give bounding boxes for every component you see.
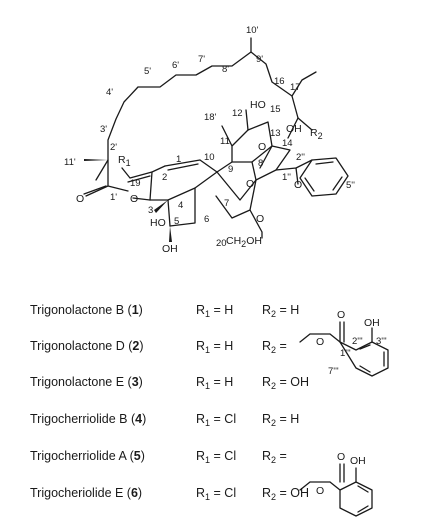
r1-value: R1 = H	[196, 339, 233, 355]
atom-number: 14	[282, 138, 293, 149]
atom-number: 8	[258, 158, 263, 169]
compound-name: Trigocherriolide A (5)	[30, 449, 145, 463]
atom-number: 3'	[100, 124, 107, 135]
oh-label: OH	[350, 455, 366, 467]
atom-number: 1'''	[340, 348, 351, 359]
compound-name: Trigonolactone E (3)	[30, 375, 143, 389]
compound-name: Trigonolactone B (1)	[30, 303, 143, 317]
atom-number: 9'	[256, 54, 263, 65]
atom-number: 2'	[110, 142, 117, 153]
ho-label: HO	[250, 99, 266, 111]
oxygen-label: O	[294, 179, 302, 191]
compound-name: Trigonolactone D (2)	[30, 339, 144, 353]
atom-number: 17	[290, 82, 301, 93]
atom-number: 5	[174, 216, 179, 227]
atom-labels: R1 R2 OH HO HO OH CH2OH O O O O O O	[76, 99, 323, 255]
atom-number: 7'	[198, 54, 205, 65]
atom-number: 1''	[282, 172, 291, 183]
atom-number: 5'	[144, 66, 151, 77]
r2-value: R2 = OH	[262, 375, 309, 391]
compound-row: Trigocherriolide A (5) R1 = Cl R2 =	[30, 449, 287, 465]
r2-label: R2	[310, 127, 323, 141]
compound-number: 1	[132, 303, 139, 317]
oxygen-label: O	[76, 193, 84, 205]
main-structure-bonds	[83, 37, 349, 242]
atom-number: 2''	[296, 152, 305, 163]
compound-number: 5	[134, 449, 141, 463]
atom-number: 16	[274, 76, 285, 87]
compound-name: Trigocherriolide B (4)	[30, 412, 146, 426]
r2-value: R2 = H	[262, 303, 299, 319]
atom-number: 1	[176, 154, 181, 165]
oxygen-label: O	[258, 141, 266, 153]
atom-numbers: 10' 9' 8' 7' 6' 5' 4' 3' 2' 11' 1' 18' 1…	[64, 25, 355, 249]
atom-number: 5''	[346, 180, 355, 191]
atom-number: 13	[270, 128, 281, 139]
atom-number: 6	[204, 214, 209, 225]
r1-value: R1 = Cl	[196, 449, 236, 465]
oh-label: OH	[286, 123, 302, 135]
r1-value: R1 = H	[196, 303, 233, 319]
atom-number: 3	[148, 205, 153, 216]
atom-number: 1'	[110, 192, 117, 203]
r1-value: R1 = H	[196, 375, 233, 391]
salicylate-substituent-d: O OH O 1''' 2''' 3''' 7'''	[299, 309, 389, 377]
r1-value: R1 = Cl	[196, 486, 236, 502]
atom-number: 15	[270, 104, 281, 115]
atom-number: 9	[228, 164, 233, 175]
oxygen-label: O	[337, 309, 345, 321]
r1-label: R1	[118, 154, 131, 168]
atom-number: 20	[216, 238, 227, 249]
compound-row: Trigonolactone E (3) R1 = H R2 = OH	[30, 375, 309, 391]
oxygen-label: O	[316, 485, 324, 497]
oh-label: OH	[364, 317, 380, 329]
r2-value: R2 =	[262, 339, 287, 355]
ho-label: HO	[150, 217, 166, 229]
compound-row: Trigonolactone D (2) R1 = H R2 =	[30, 339, 287, 355]
compound-number: 3	[132, 375, 139, 389]
compound-name: Trigocheriolide E (6)	[30, 486, 142, 500]
r1-value: R1 = Cl	[196, 412, 236, 428]
oxygen-label: O	[246, 178, 254, 190]
oxygen-label: O	[130, 193, 138, 205]
atom-number: 12	[232, 108, 243, 119]
atom-number: 3'''	[376, 336, 387, 347]
r2-value: R2 = H	[262, 412, 299, 428]
ch2oh-label: CH2OH	[226, 235, 262, 249]
atom-number: 7'''	[328, 366, 339, 377]
atom-number: 2	[162, 172, 167, 183]
atom-number: 4	[178, 200, 183, 211]
oh-label: OH	[162, 243, 178, 255]
atom-number: 4'	[106, 87, 113, 98]
compound-number: 6	[131, 486, 138, 500]
atom-number: 11	[220, 136, 230, 147]
r2-value: R2 =	[262, 449, 287, 465]
compound-number: 4	[135, 412, 142, 426]
compound-row: Trigonolactone B (1) R1 = H R2 = H	[30, 303, 299, 319]
atom-number: 7	[224, 198, 229, 209]
oxygen-label: O	[256, 213, 264, 225]
atom-number: 10'	[246, 25, 259, 36]
atom-number: 18'	[204, 112, 217, 123]
oxygen-label: O	[316, 336, 324, 348]
salicylate-substituent-a: O OH O	[299, 451, 373, 517]
oxygen-label: O	[337, 451, 345, 463]
compound-number: 2	[132, 339, 139, 353]
atom-number: 19	[130, 178, 141, 189]
atom-number: 8'	[222, 64, 229, 75]
atom-number: 6'	[172, 60, 179, 71]
atom-number: 11'	[64, 157, 76, 168]
atom-number: 10	[204, 152, 215, 163]
atom-number: 2'''	[352, 336, 363, 347]
compound-row: Trigocherriolide B (4) R1 = Cl R2 = H	[30, 412, 299, 428]
